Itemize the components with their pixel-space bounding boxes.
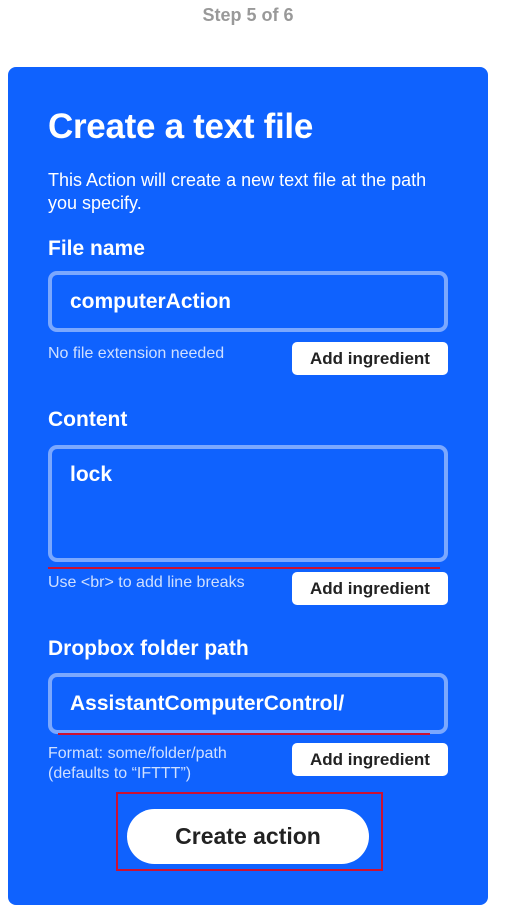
content-label: Content	[48, 408, 128, 431]
content-add-ingredient-button[interactable]: Add ingredient	[292, 572, 448, 605]
file-name-hint: No file extension needed	[48, 345, 225, 362]
folder-path-annotation-underline	[58, 733, 430, 735]
step-indicator: Step 5 of 6	[202, 5, 294, 25]
folder-path-hint-line2: (defaults to “IFTTT”)	[48, 765, 192, 782]
folder-path-label: Dropbox folder path	[48, 637, 249, 660]
file-name-input[interactable]: computerAction	[48, 271, 448, 332]
content-hint: Use <br> to add line breaks	[48, 574, 245, 591]
card-description: This Action will create a new text file …	[48, 170, 427, 213]
file-name-label: File name	[48, 237, 145, 260]
create-action-button[interactable]: Create action	[127, 809, 369, 864]
create-action-annotation-box	[116, 792, 383, 871]
content-textarea[interactable]: lock	[48, 445, 448, 562]
card-title: Create a text file	[48, 107, 313, 146]
folder-path-hint-line1: Format: some/folder/path	[48, 745, 227, 762]
file-name-add-ingredient-button[interactable]: Add ingredient	[292, 342, 448, 375]
action-card: Create a text file This Action will crea…	[8, 67, 488, 905]
content-annotation-underline	[48, 567, 440, 569]
folder-path-input[interactable]: AssistantComputerControl/	[48, 673, 448, 734]
folder-path-add-ingredient-button[interactable]: Add ingredient	[292, 743, 448, 776]
